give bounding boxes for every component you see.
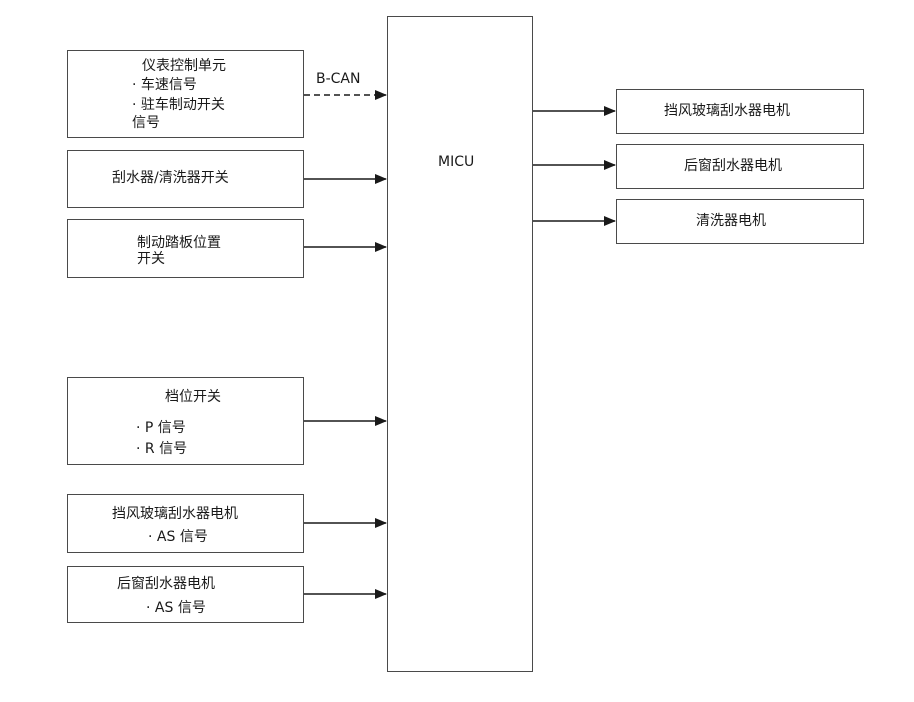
- rear-motor-signal-title: 后窗刮水器电机: [117, 576, 215, 592]
- output-rear-motor-box: [616, 144, 864, 189]
- gear-switch-box: [67, 377, 304, 465]
- front-motor-signal-box: [67, 494, 304, 553]
- ipu-box: [67, 50, 304, 138]
- ipu-title: 仪表控制单元: [142, 58, 226, 74]
- bcan-label: B-CAN: [316, 71, 361, 87]
- wiper-switch-label: 刮水器/清洗器开关: [112, 170, 229, 186]
- output-washer-motor-label: 清洗器电机: [696, 213, 766, 229]
- rear-motor-signal-box: [67, 566, 304, 623]
- rear-motor-as-signal: · AS 信号: [146, 600, 206, 616]
- micu-box: [387, 16, 533, 672]
- ipu-parking-brake-signal: · 驻车制动开关: [132, 97, 225, 113]
- front-motor-as-signal: · AS 信号: [148, 529, 208, 545]
- brake-pedal-label-2: 开关: [137, 251, 165, 267]
- ipu-signal-suffix: 信号: [132, 115, 160, 131]
- gear-r-signal: · R 信号: [136, 441, 188, 457]
- output-front-motor-box: [616, 89, 864, 134]
- output-washer-motor-box: [616, 199, 864, 244]
- front-motor-signal-title: 挡风玻璃刮水器电机: [112, 506, 238, 522]
- output-rear-motor-label: 后窗刮水器电机: [684, 158, 782, 174]
- gear-p-signal: · P 信号: [136, 420, 186, 436]
- micu-label: MICU: [438, 154, 475, 170]
- wiper-switch-box: [67, 150, 304, 208]
- brake-pedal-box: [67, 219, 304, 278]
- ipu-speed-signal: · 车速信号: [132, 77, 197, 93]
- output-front-motor-label: 挡风玻璃刮水器电机: [664, 103, 790, 119]
- gear-switch-title: 档位开关: [165, 389, 221, 405]
- brake-pedal-label: 制动踏板位置: [137, 235, 221, 251]
